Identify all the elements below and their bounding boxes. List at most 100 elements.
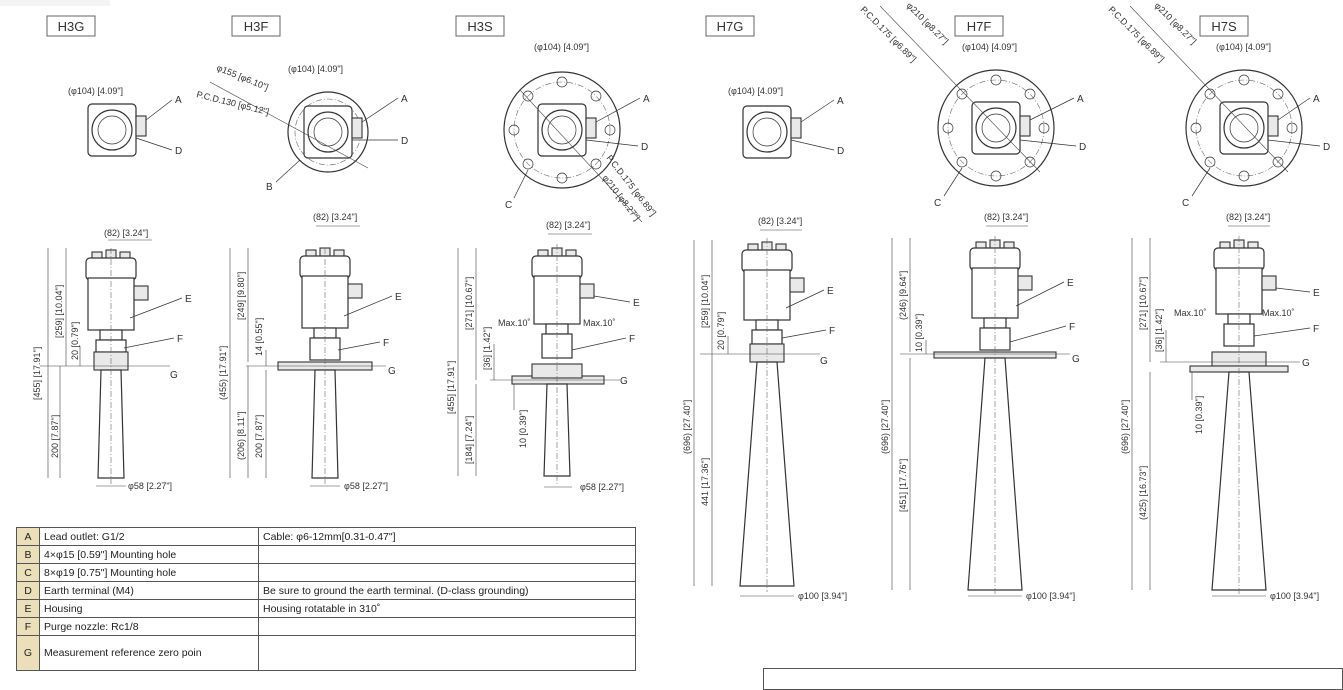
h3f-side-view: (82) [3.24"] (455) [17.91"] [249] [9.80"…: [218, 212, 402, 491]
legend-key: B: [16, 545, 40, 564]
svg-text:E: E: [827, 286, 834, 297]
svg-text:D: D: [1323, 142, 1330, 153]
svg-text:φ210 [φ8.27"]: φ210 [φ8.27"]: [905, 0, 951, 46]
legend-label: Housing: [39, 599, 259, 618]
legend-note: [258, 563, 636, 582]
svg-text:F: F: [177, 334, 183, 345]
svg-text:14 [0.55"]: 14 [0.55"]: [254, 318, 264, 356]
svg-text:(φ104) [4.09"]: (φ104) [4.09"]: [1216, 42, 1271, 52]
svg-text:φ155 [φ6.10"]: φ155 [φ6.10"]: [215, 63, 270, 93]
svg-text:D: D: [401, 136, 408, 147]
svg-text:H3S: H3S: [467, 19, 493, 34]
legend-key: C: [16, 563, 40, 582]
svg-text:A: A: [643, 94, 650, 105]
svg-text:φ58 [2.27"]: φ58 [2.27"]: [344, 481, 388, 491]
svg-text:(82) [3.24"]: (82) [3.24"]: [104, 228, 148, 238]
h3f-top-view: (φ104) [4.09"] φ155 [φ6.10"] P.C.D.130 […: [196, 63, 409, 193]
svg-text:F: F: [383, 338, 389, 349]
svg-text:[184] [7.24"]: [184] [7.24"]: [464, 416, 474, 464]
svg-text:20 [0.79"]: 20 [0.79"]: [70, 322, 80, 360]
svg-text:φ100 [3.94"]: φ100 [3.94"]: [798, 591, 847, 601]
legend-note: Be sure to ground the earth terminal. (D…: [258, 581, 636, 600]
svg-text:C: C: [1182, 198, 1189, 209]
svg-text:(φ104) [4.09"]: (φ104) [4.09"]: [534, 42, 589, 52]
svg-text:G: G: [1072, 354, 1080, 365]
legend-key: D: [16, 581, 40, 600]
svg-text:E: E: [1067, 278, 1074, 289]
svg-text:(φ104) [4.09"]: (φ104) [4.09"]: [68, 86, 123, 96]
svg-text:(696) [27.40"]: (696) [27.40"]: [682, 400, 692, 454]
svg-text:G: G: [170, 370, 178, 381]
svg-text:G: G: [1302, 358, 1310, 369]
svg-text:10 [0.39"]: 10 [0.39"]: [518, 410, 528, 448]
svg-text:10 [0.39"]: 10 [0.39"]: [914, 314, 924, 352]
svg-text:H3F: H3F: [244, 19, 269, 34]
svg-text:[271] [10.67"]: [271] [10.67"]: [1138, 277, 1148, 330]
h7f-side-view: (82) [3.24"] (696) [27.40"] (246) [9.64"…: [880, 212, 1080, 601]
legend-note: Housing rotatable in 310˚: [258, 599, 636, 618]
model-label-h7f: H7F: [954, 15, 1004, 37]
svg-text:[451] [17.76"]: [451] [17.76"]: [898, 459, 908, 512]
svg-text:P.C.D.175 [φ6.89"]: P.C.D.175 [φ6.89"]: [859, 4, 919, 64]
svg-text:200 [7.87"]: 200 [7.87"]: [50, 415, 60, 458]
svg-text:D: D: [837, 146, 844, 157]
svg-text:[455] [17.91"]: [455] [17.91"]: [32, 347, 42, 400]
svg-text:[271] [10.67"]: [271] [10.67"]: [464, 277, 474, 330]
model-label-h7s: H7S: [1199, 15, 1249, 37]
h3g-top-view: (φ104) [4.09"] A D: [68, 86, 182, 157]
svg-text:φ210 [φ8.27"]: φ210 [φ8.27"]: [1153, 0, 1199, 46]
svg-text:F: F: [1069, 322, 1075, 333]
legend-note: [258, 545, 636, 564]
svg-text:Max.10˚: Max.10˚: [498, 318, 531, 328]
svg-text:(455) [17.91"]: (455) [17.91"]: [218, 346, 228, 400]
h7s-side-view: (82) [3.24"] (696) [27.40"] [271] [10.67…: [1120, 212, 1320, 601]
svg-text:P.C.D.175 [φ6.89"]: P.C.D.175 [φ6.89"]: [1107, 4, 1167, 64]
svg-text:G: G: [388, 366, 396, 377]
svg-text:[259] [10.04"]: [259] [10.04"]: [700, 275, 710, 328]
svg-text:Max.10˚: Max.10˚: [583, 318, 616, 328]
svg-text:A: A: [401, 94, 408, 105]
svg-text:P.C.D.130 [φ5.12"]: P.C.D.130 [φ5.12"]: [196, 89, 271, 117]
svg-text:(φ104) [4.09"]: (φ104) [4.09"]: [728, 86, 783, 96]
svg-text:φ100 [3.94"]: φ100 [3.94"]: [1270, 591, 1319, 601]
svg-text:441 [17.36"]: 441 [17.36"]: [700, 458, 710, 506]
svg-text:(φ104) [4.09"]: (φ104) [4.09"]: [962, 42, 1017, 52]
svg-text:B: B: [266, 182, 273, 193]
svg-text:φ58 [2.27"]: φ58 [2.27"]: [128, 481, 172, 491]
legend-note: [258, 635, 636, 671]
svg-text:φ100 [3.94"]: φ100 [3.94"]: [1026, 591, 1075, 601]
legend-key: A: [16, 527, 40, 546]
svg-text:[259] [10.04"]: [259] [10.04"]: [54, 285, 64, 338]
svg-text:[36] [1.42"]: [36] [1.42"]: [482, 327, 492, 370]
svg-text:(246) [9.64"]: (246) [9.64"]: [898, 271, 908, 320]
svg-text:C: C: [505, 200, 512, 211]
svg-text:H7S: H7S: [1211, 19, 1237, 34]
h3s-top-view: (φ104) [4.09"] P.C.D.175 [φ6.89"] φ210 […: [503, 42, 658, 222]
legend-label: Purge nozzle: Rc1/8: [39, 617, 259, 636]
legend-note: [258, 617, 636, 636]
header-fragment: [0, 0, 110, 6]
legend-key: F: [16, 617, 40, 636]
svg-text:F: F: [829, 326, 835, 337]
legend-key: G: [16, 635, 40, 671]
model-label-h3s: H3S: [455, 15, 505, 37]
svg-text:E: E: [395, 292, 402, 303]
svg-text:(82) [3.24"]: (82) [3.24"]: [546, 220, 590, 230]
svg-text:H3G: H3G: [58, 19, 85, 34]
svg-text:F: F: [1313, 324, 1319, 335]
notes-box: [763, 668, 1343, 690]
h7g-top-view: (φ104) [4.09"] A D: [728, 86, 844, 159]
svg-text:200 [7.87"]: 200 [7.87"]: [254, 415, 264, 458]
svg-text:(82) [3.24"]: (82) [3.24"]: [1226, 212, 1270, 222]
svg-text:(82) [3.24"]: (82) [3.24"]: [984, 212, 1028, 222]
model-label-h3f: H3F: [231, 15, 281, 37]
svg-text:[249] [9.80"]: [249] [9.80"]: [236, 272, 246, 320]
svg-text:C: C: [934, 198, 941, 209]
